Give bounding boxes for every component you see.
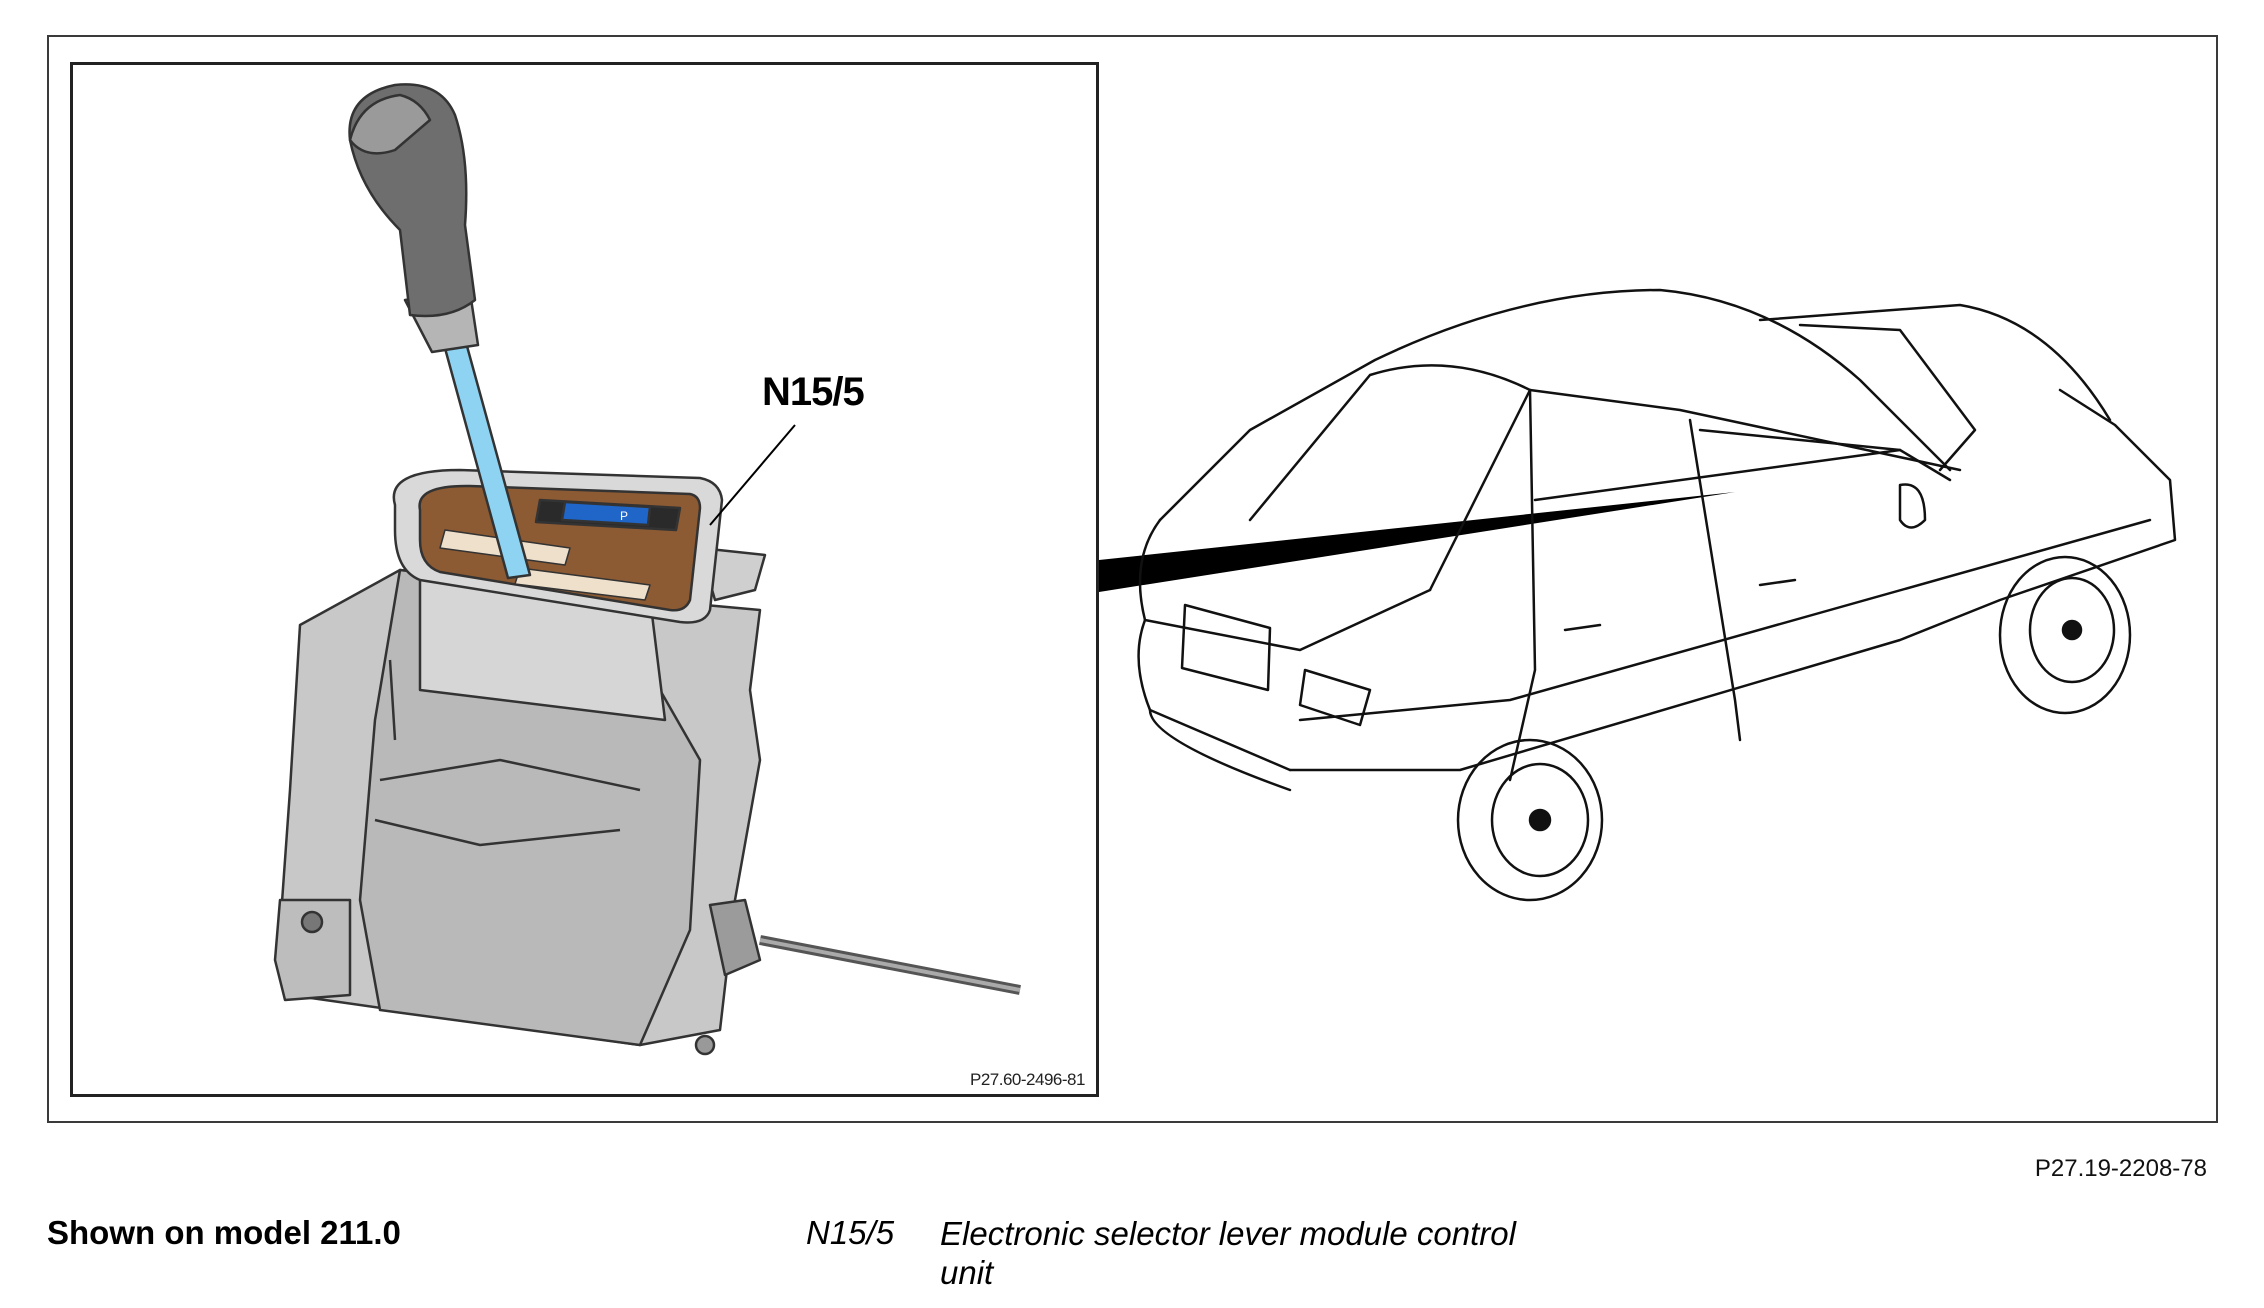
model-note: Shown on model 211.0 (47, 1214, 401, 1251)
legend-description: Electronic selector lever module control… (940, 1215, 1516, 1291)
callout-leader-line (709, 424, 796, 526)
figure-frame (47, 35, 2218, 1123)
pointer-wedge (1099, 492, 1735, 592)
svg-text:P: P (620, 509, 628, 523)
component-callout-label: N15/5 (762, 370, 865, 414)
detail-reference-number: P27.60-2496-81 (970, 1070, 1085, 1089)
selector-lever-module-drawing: P (273, 83, 1021, 1056)
figure-reference-number: P27.19-2208-78 (2034, 1155, 2207, 1182)
vehicle-outline-drawing (1137, 288, 2177, 902)
legend-code: N15/5 (806, 1214, 895, 1251)
